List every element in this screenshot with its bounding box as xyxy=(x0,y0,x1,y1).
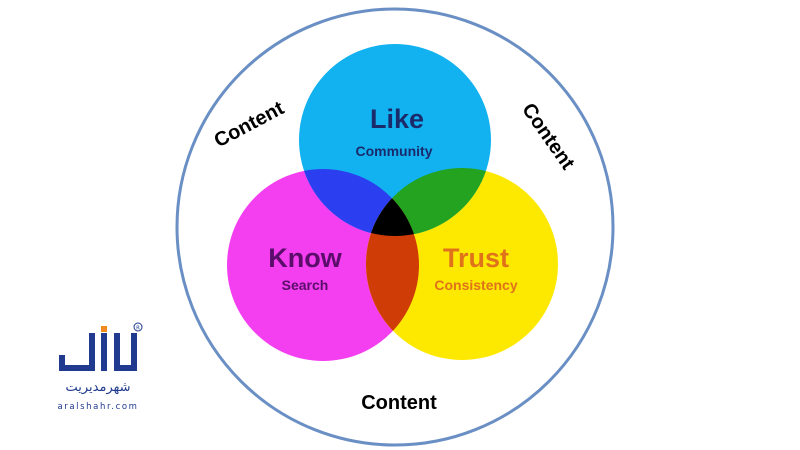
trust-title: Trust xyxy=(443,243,509,273)
like-subtitle: Community xyxy=(356,143,433,159)
content-label-bottom: Content xyxy=(361,392,437,414)
know-subtitle: Search xyxy=(282,277,329,293)
content-label-top-right: Content xyxy=(517,99,579,174)
like-title: Like xyxy=(370,104,424,134)
logo-stroke-3 xyxy=(114,333,137,371)
logo-site: aralshahr.com xyxy=(57,402,139,412)
logo-accent-dot xyxy=(101,326,107,332)
outer-ring xyxy=(175,7,615,447)
logo-stroke-1 xyxy=(59,333,95,371)
overlap-like-know xyxy=(299,169,419,236)
aral-logo: R xyxy=(59,322,143,371)
know-title: Know xyxy=(268,243,342,273)
content-label-top-left: Content xyxy=(211,97,288,152)
overlap-like-trust xyxy=(366,168,491,236)
logo-tagline: شهرمدیریت xyxy=(65,380,131,395)
svg-text:R: R xyxy=(136,326,140,332)
trust-subtitle: Consistency xyxy=(434,277,517,293)
registered-mark-icon xyxy=(133,322,143,332)
